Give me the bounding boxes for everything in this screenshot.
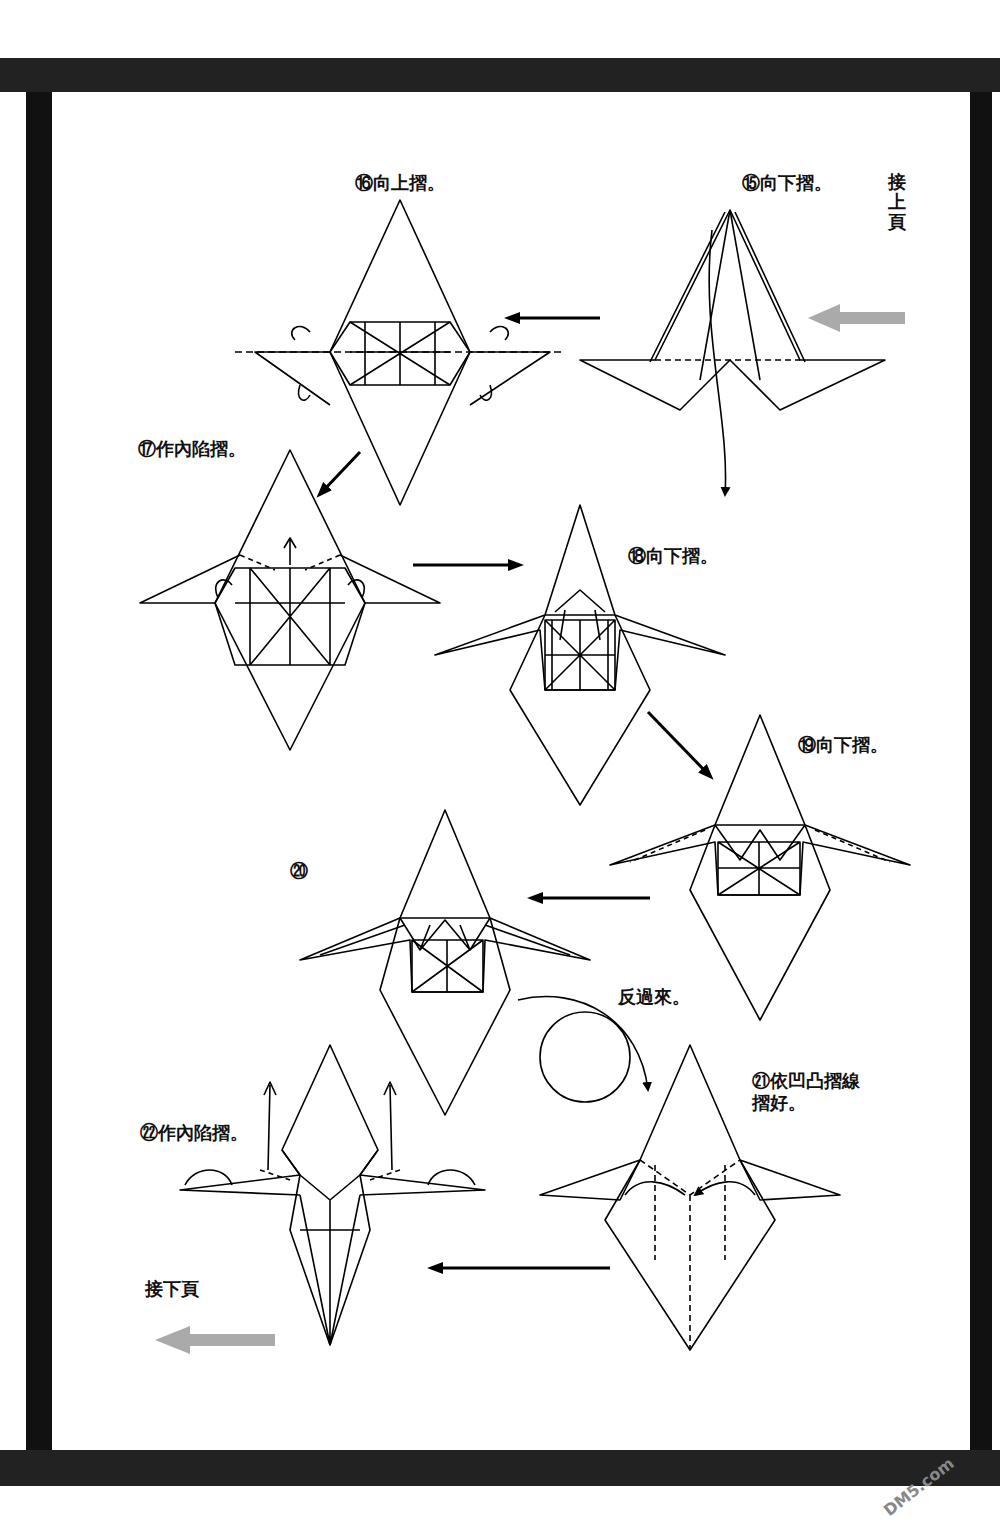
step-caption: ㉑依凹凸摺線 摺好。 — [752, 1070, 880, 1113]
step-caption: ⑲向下摺。 — [798, 734, 888, 756]
step-caption: 接下頁 — [145, 1278, 199, 1300]
step-caption: ⑰作內陷摺。 — [138, 438, 246, 460]
step-caption: ⑱向下摺。 — [628, 545, 718, 567]
step-caption: ⑮向下摺。 — [742, 172, 832, 194]
step-caption: ㉒作內陷摺。 — [140, 1122, 248, 1144]
step-caption: 接上頁 — [888, 172, 906, 231]
step-caption: 反過來。 — [618, 986, 690, 1008]
step-caption: ⑯向上摺。 — [355, 172, 445, 194]
step-caption: ⑳ — [290, 860, 308, 882]
